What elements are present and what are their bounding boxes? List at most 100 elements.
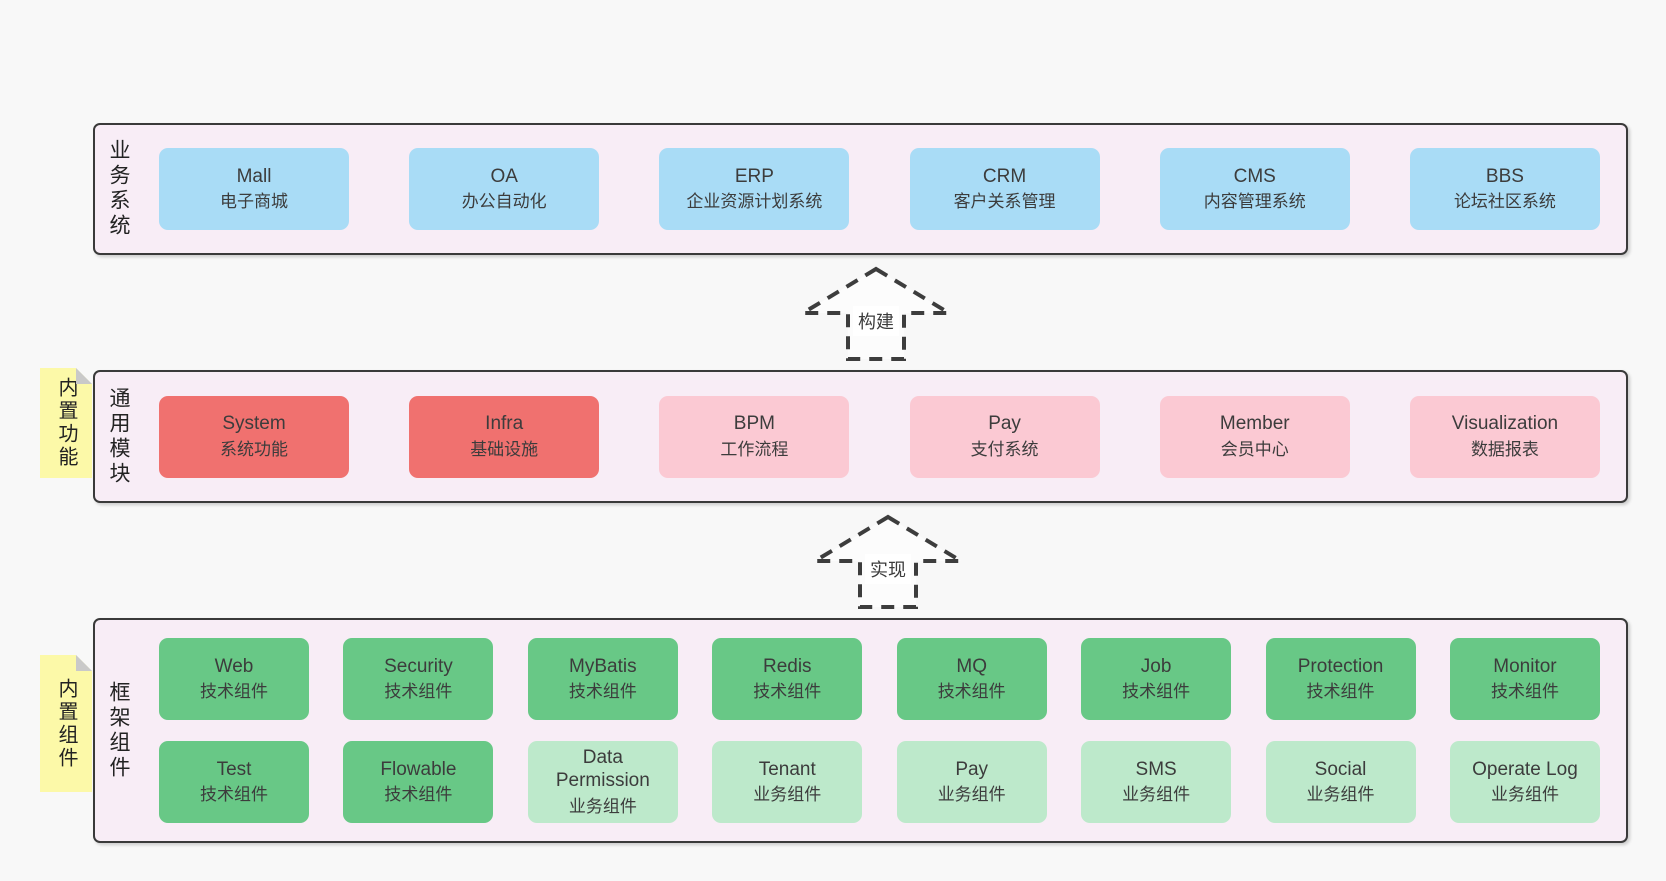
box-social-desc: 业务组件 xyxy=(1306,785,1375,805)
box-mq-name: MQ xyxy=(956,655,987,677)
box-job-name: Job xyxy=(1140,655,1172,677)
box-test-desc: 技术组件 xyxy=(200,785,268,805)
box-mq: MQ 技术组件 xyxy=(896,638,1047,720)
box-data-permission-name: Data Permission xyxy=(555,746,650,792)
layer-modules-label: 通用模块 xyxy=(107,386,130,487)
box-visualization-desc: 数据报表 xyxy=(1470,439,1539,459)
box-pay-component: Pay 业务组件 xyxy=(896,741,1047,823)
box-pay-component-desc: 业务组件 xyxy=(937,785,1006,805)
arrow-implement: 实现 xyxy=(812,512,964,612)
box-cms-name: CMS xyxy=(1233,165,1276,187)
box-bbs: BBS 论坛社区系统 xyxy=(1409,148,1600,230)
box-web: Web 技术组件 xyxy=(159,638,309,720)
framework-rows: Web 技术组件 Security 技术组件 MyBatis 技术组件 Redi… xyxy=(159,638,1600,823)
box-web-desc: 技术组件 xyxy=(200,682,268,702)
box-web-name: Web xyxy=(214,655,254,677)
box-tenant-name: Tenant xyxy=(758,758,816,780)
box-sms: SMS 业务组件 xyxy=(1081,741,1232,823)
box-bbs-name: BBS xyxy=(1485,165,1524,187)
box-bpm-name: BPM xyxy=(733,413,775,435)
box-tenant-desc: 业务组件 xyxy=(753,785,822,805)
box-sms-name: SMS xyxy=(1135,758,1177,780)
sticky-note-builtin-components: 内置组件 xyxy=(40,655,92,792)
box-tenant: Tenant 业务组件 xyxy=(712,741,863,823)
box-mq-desc: 技术组件 xyxy=(937,682,1006,702)
layer-framework-components: 框架组件 Web 技术组件 Security 技术组件 MyBatis 技术组件… xyxy=(93,618,1628,843)
box-member: Member 会员中心 xyxy=(1159,395,1350,478)
box-flowable-desc: 技术组件 xyxy=(384,785,453,805)
box-job: Job 技术组件 xyxy=(1081,638,1232,720)
box-redis-name: Redis xyxy=(762,655,812,677)
box-test: Test 技术组件 xyxy=(159,741,309,823)
box-system: System 系统功能 xyxy=(159,395,349,478)
box-monitor-name: Monitor xyxy=(1493,655,1557,677)
box-mall: Mall 电子商城 xyxy=(159,148,349,230)
box-system-name: System xyxy=(222,413,286,435)
box-crm-desc: 客户关系管理 xyxy=(953,192,1056,212)
box-member-desc: 会员中心 xyxy=(1220,439,1289,459)
box-monitor-desc: 技术组件 xyxy=(1490,682,1559,702)
box-operate-log-desc: 业务组件 xyxy=(1490,785,1559,805)
box-pay-module: Pay 支付系统 xyxy=(909,395,1100,478)
note-builtin-features-text: 内置功能 xyxy=(55,377,77,469)
box-mall-desc: 电子商城 xyxy=(220,192,288,212)
box-operate-log: Operate Log 业务组件 xyxy=(1449,741,1600,823)
box-member-name: Member xyxy=(1219,413,1290,435)
box-pay-component-name: Pay xyxy=(955,758,989,780)
box-data-permission: Data Permission 业务组件 xyxy=(527,741,678,823)
box-erp: ERP 企业资源计划系统 xyxy=(659,148,850,230)
box-social: Social 业务组件 xyxy=(1265,741,1416,823)
box-pay-module-desc: 支付系统 xyxy=(970,439,1039,459)
box-mall-name: Mall xyxy=(236,165,272,187)
box-pay-module-name: Pay xyxy=(988,413,1021,435)
module-boxes: System 系统功能 Infra 基础设施 BPM 工作流程 Pay 支付系统… xyxy=(159,395,1600,478)
box-redis-desc: 技术组件 xyxy=(753,682,822,702)
box-infra: Infra 基础设施 xyxy=(409,395,600,478)
layer-framework-label: 框架组件 xyxy=(107,680,130,781)
framework-row-2: Test 技术组件 Flowable 技术组件 Data Permission … xyxy=(159,741,1600,823)
box-crm-name: CRM xyxy=(982,165,1027,187)
box-visualization-name: Visualization xyxy=(1451,413,1559,435)
arrow-implement-label: 实现 xyxy=(865,554,911,584)
box-infra-name: Infra xyxy=(485,413,524,435)
box-flowable-name: Flowable xyxy=(380,758,457,780)
box-cms-desc: 内容管理系统 xyxy=(1203,192,1306,212)
box-test-name: Test xyxy=(216,758,252,780)
framework-row-1: Web 技术组件 Security 技术组件 MyBatis 技术组件 Redi… xyxy=(159,638,1600,720)
layer-business-label: 业务系统 xyxy=(107,139,130,239)
box-system-desc: 系统功能 xyxy=(220,439,288,459)
box-operate-log-name: Operate Log xyxy=(1472,758,1578,780)
box-flowable: Flowable 技术组件 xyxy=(343,741,494,823)
box-crm: CRM 客户关系管理 xyxy=(909,148,1100,230)
box-mybatis-name: MyBatis xyxy=(569,655,637,677)
box-data-permission-desc: 业务组件 xyxy=(568,797,637,817)
box-bbs-desc: 论坛社区系统 xyxy=(1453,192,1556,212)
arrow-build: 构建 xyxy=(800,264,952,364)
arrow-build-label: 构建 xyxy=(853,306,899,336)
layer-business-systems: 业务系统 Mall 电子商城 OA 办公自动化 ERP 企业资源计划系统 CRM… xyxy=(93,123,1628,255)
box-job-desc: 技术组件 xyxy=(1122,682,1191,702)
box-mybatis-desc: 技术组件 xyxy=(568,682,637,702)
business-boxes: Mall 电子商城 OA 办公自动化 ERP 企业资源计划系统 CRM 客户关系… xyxy=(159,148,1600,230)
box-oa-name: OA xyxy=(490,165,518,187)
sticky-note-builtin-features: 内置功能 xyxy=(40,368,92,478)
box-protection-desc: 技术组件 xyxy=(1306,682,1375,702)
box-sms-desc: 业务组件 xyxy=(1122,785,1191,805)
box-protection: Protection 技术组件 xyxy=(1265,638,1416,720)
box-security-desc: 技术组件 xyxy=(384,682,453,702)
box-security: Security 技术组件 xyxy=(343,638,494,720)
layer-common-modules: 通用模块 System 系统功能 Infra 基础设施 BPM 工作流程 Pay… xyxy=(93,370,1628,503)
box-social-name: Social xyxy=(1314,758,1367,780)
box-cms: CMS 内容管理系统 xyxy=(1159,148,1350,230)
box-erp-name: ERP xyxy=(734,165,774,187)
box-oa: OA 办公自动化 xyxy=(409,148,600,230)
box-infra-desc: 基础设施 xyxy=(470,439,539,459)
box-bpm-desc: 工作流程 xyxy=(720,439,789,459)
box-monitor: Monitor 技术组件 xyxy=(1449,638,1600,720)
box-protection-name: Protection xyxy=(1297,655,1384,677)
note-builtin-components-text: 内置组件 xyxy=(55,677,77,770)
box-redis: Redis 技术组件 xyxy=(712,638,863,720)
box-security-name: Security xyxy=(384,655,453,677)
box-erp-desc: 企业资源计划系统 xyxy=(686,192,823,212)
